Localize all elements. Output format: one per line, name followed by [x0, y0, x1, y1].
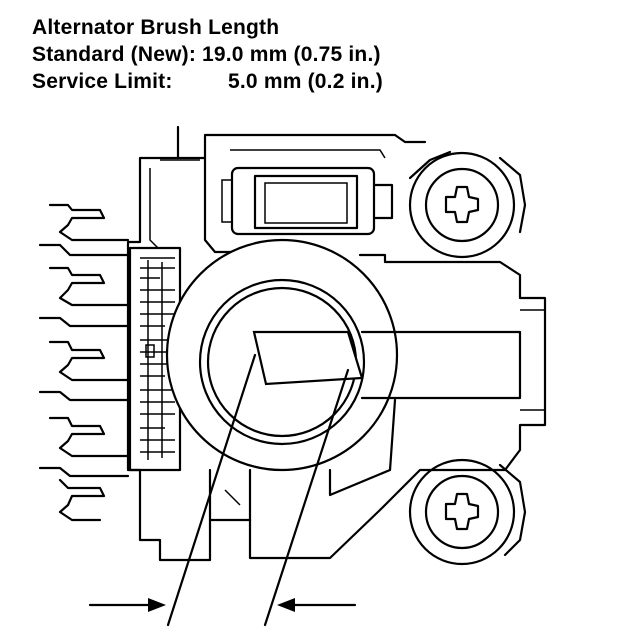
left-arrow-icon	[88, 598, 166, 612]
upper-screw	[408, 150, 527, 259]
spec-header: Alternator Brush Length Standard (New):1…	[32, 14, 383, 95]
brush	[252, 309, 545, 411]
lower-screw	[408, 458, 527, 566]
service-limit-label: Service Limit:	[32, 70, 173, 93]
service-limit-value: 5.0 mm (0.2 in.)	[228, 70, 383, 93]
right-arrow-icon	[277, 598, 357, 612]
standard-value: 19.0 mm (0.75 in.)	[202, 43, 381, 66]
standard-label: Standard (New):	[32, 43, 197, 66]
page-title: Alternator Brush Length	[32, 16, 280, 39]
top-connector	[221, 166, 394, 236]
left-terminal-teeth	[38, 203, 130, 522]
service-limit-row: Service Limit: 5.0 mm (0.2 in.)	[32, 68, 383, 95]
measurement-leaders	[166, 353, 350, 627]
standard-spec-row: Standard (New):19.0 mm (0.75 in.)	[32, 41, 383, 68]
